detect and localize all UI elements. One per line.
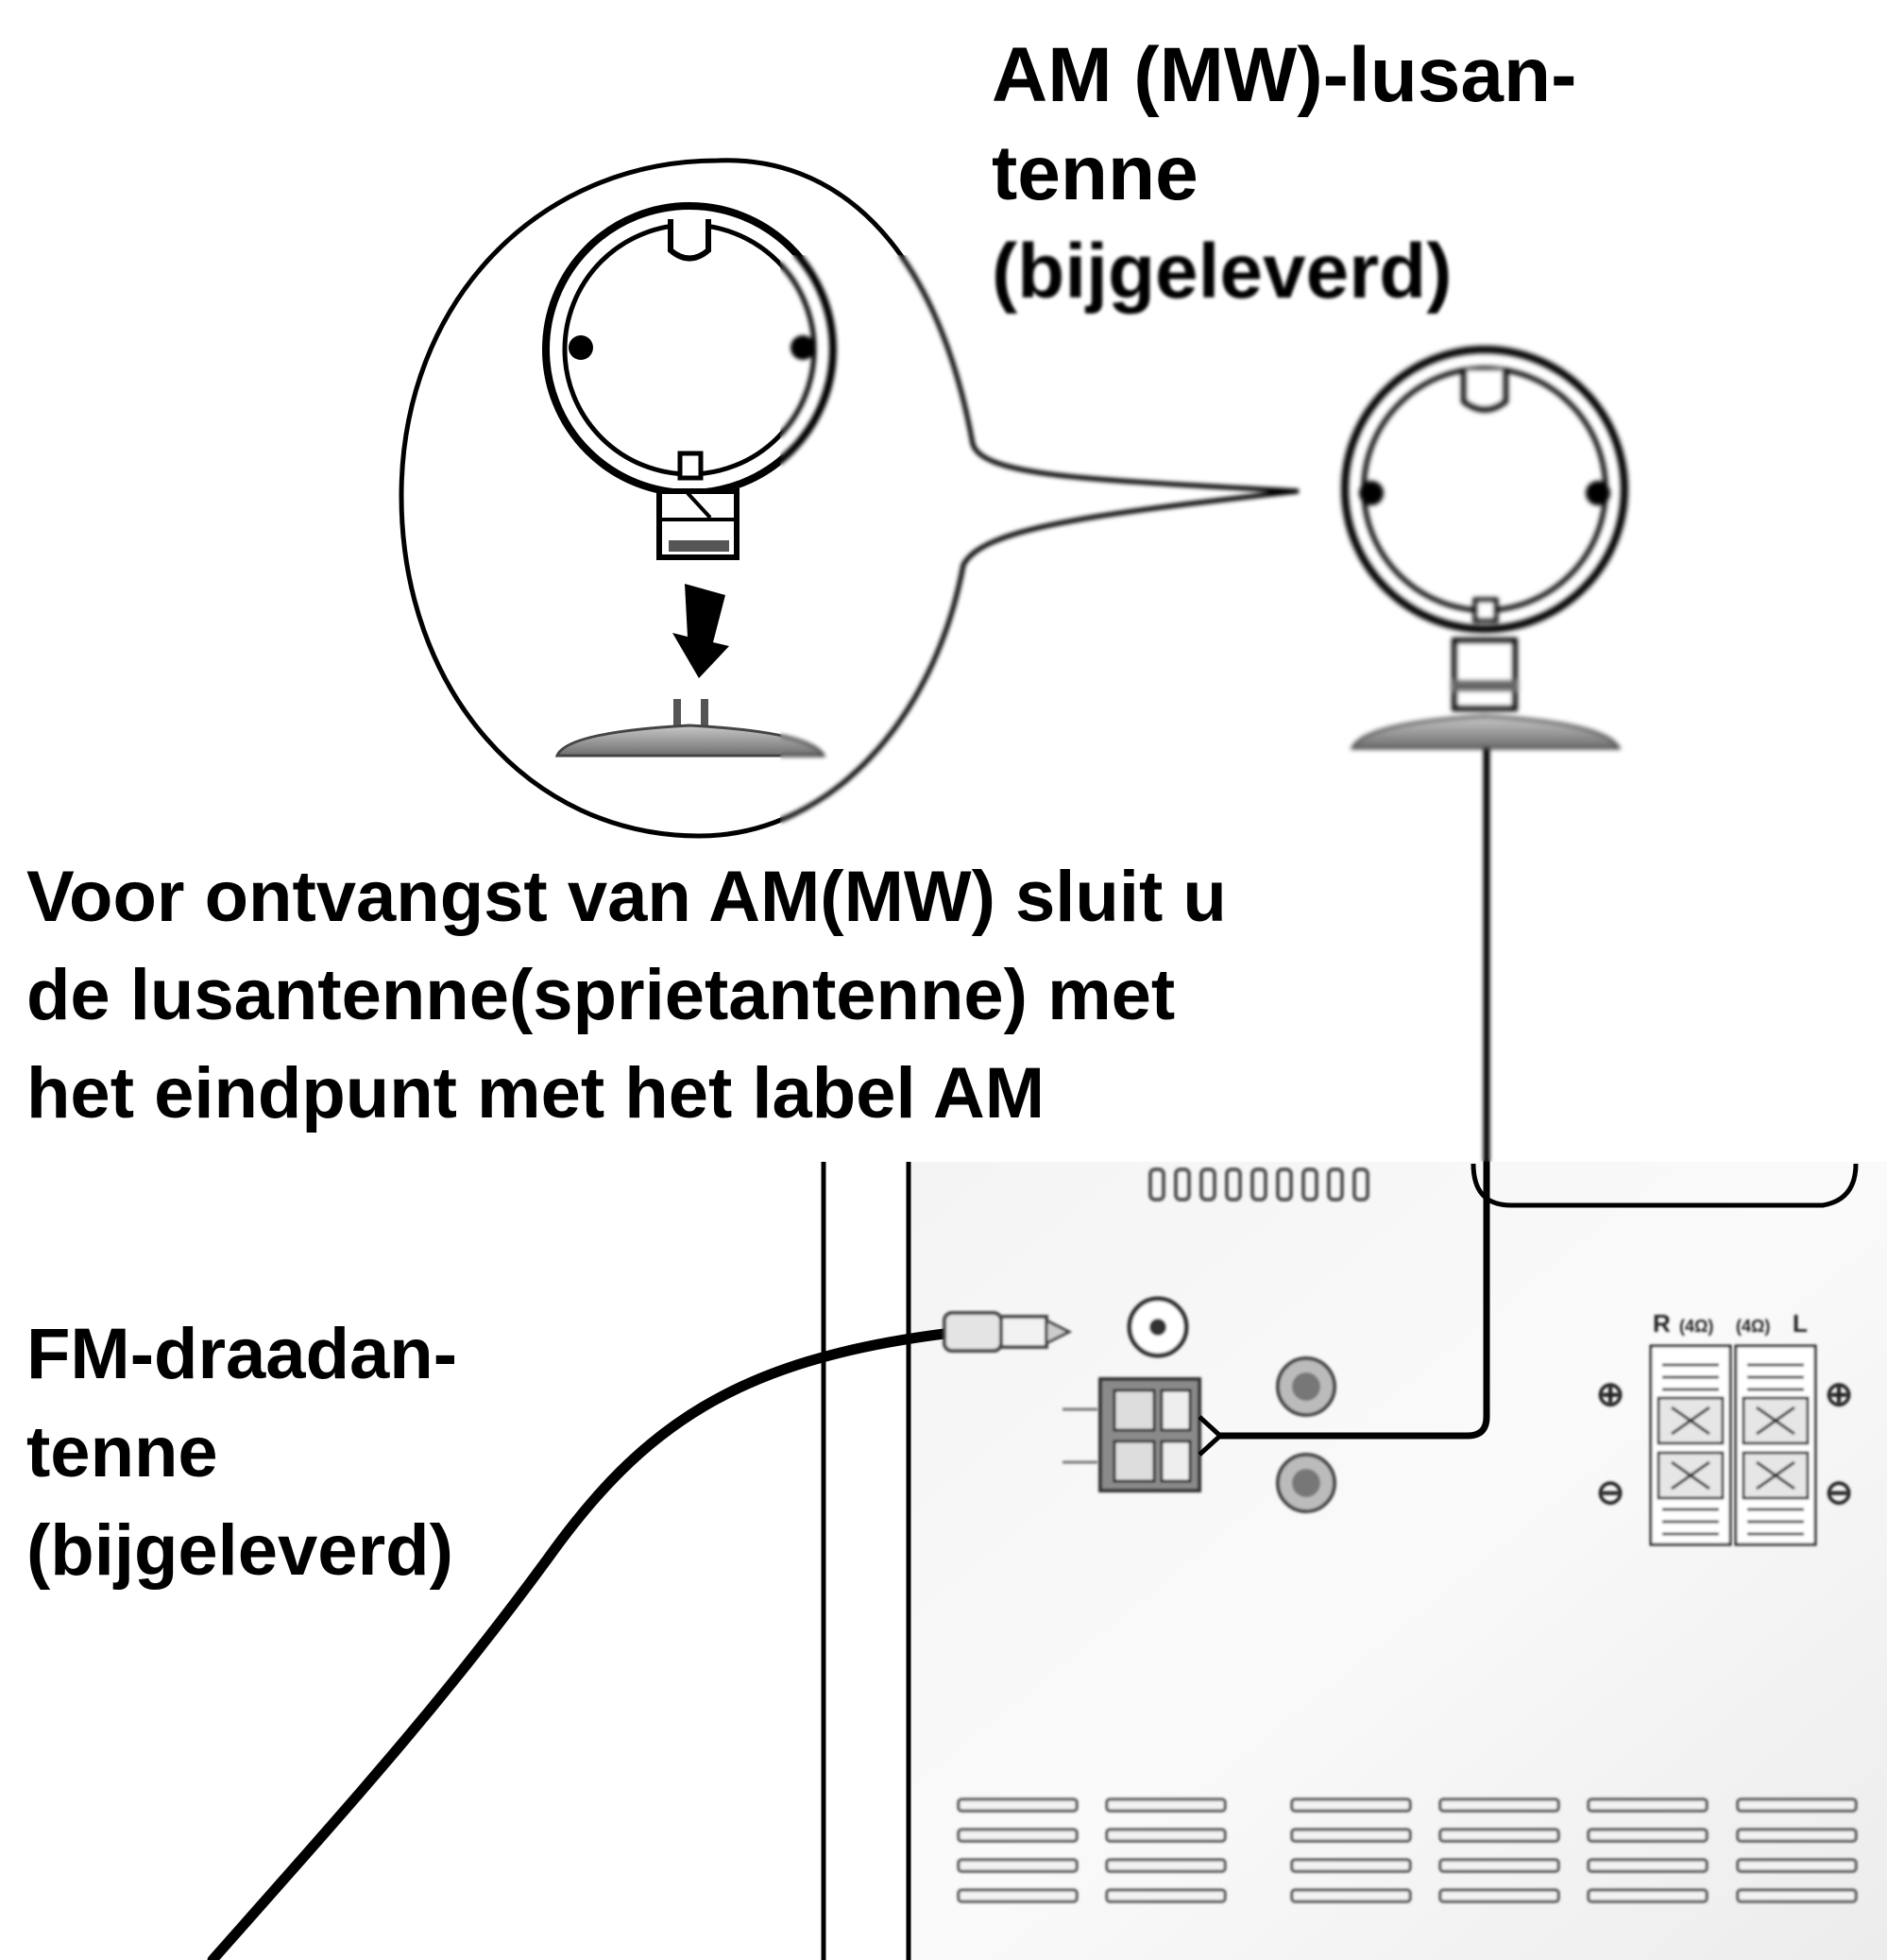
am-antenna-label-line2: tenne [992,130,1198,216]
instruction-line1: Voor ontvangst van AM(MW) sluit u [26,857,1227,937]
instruction-line3: het eindpunt met het label AM [26,1053,1046,1133]
fm-terminal-screws [1276,1356,1336,1513]
am-loop-antenna-icon [542,202,837,758]
am-loop-antenna-assembled [1341,346,1628,750]
speaker-terminal-marks: R (4Ω) (4Ω) L ⊕ ⊕ ⊖ ⊖ [1596,1309,1853,1511]
panel-vent-slots [1148,1167,1369,1202]
down-arrow-icon [672,584,729,678]
rear-panel-icon [821,1162,1887,1960]
am-antenna-label-line3: (bijgeleverd) [992,229,1453,315]
am-antenna-label: AM (MW)-lusan- tenne (bijgeleverd) [992,26,1576,321]
am-antenna-label-line1: AM (MW)-lusan- [992,32,1577,118]
speaker-mark-minus-left: ⊖ [1825,1473,1853,1511]
speaker-mark-left: L [1793,1309,1808,1338]
am-terminal-block [1062,1377,1201,1492]
fm-antenna-label-line2: tenne [26,1412,218,1492]
fm-antenna-label-line1: FM-draadan- [26,1314,457,1394]
speaker-mark-plus-left: ⊕ [1825,1374,1853,1413]
speaker-mark-impedance-right: (4Ω) [1679,1317,1713,1336]
fm-antenna-label-line3: (bijgeleverd) [26,1510,453,1591]
speaker-mark-right: R [1653,1309,1671,1338]
fm-antenna-label: FM-draadan- tenne (bijgeleverd) [26,1305,457,1600]
coax-jack-icon [1127,1296,1189,1358]
fm-wire-antenna-icon [207,1311,1073,1960]
am-antenna-cable [1218,737,1490,1440]
panel-bottom-grille [957,1798,1858,1903]
speaker-mark-minus-right: ⊖ [1596,1473,1624,1511]
speaker-mark-impedance-left: (4Ω) [1736,1317,1770,1336]
instruction-line2: de lusantenne(sprietantenne) met [26,955,1176,1035]
speaker-mark-plus-right: ⊕ [1596,1374,1624,1413]
speaker-terminal-icon [1649,1344,1817,1546]
am-connection-instruction: Voor ontvangst van AM(MW) sluit u de lus… [26,848,1227,1143]
